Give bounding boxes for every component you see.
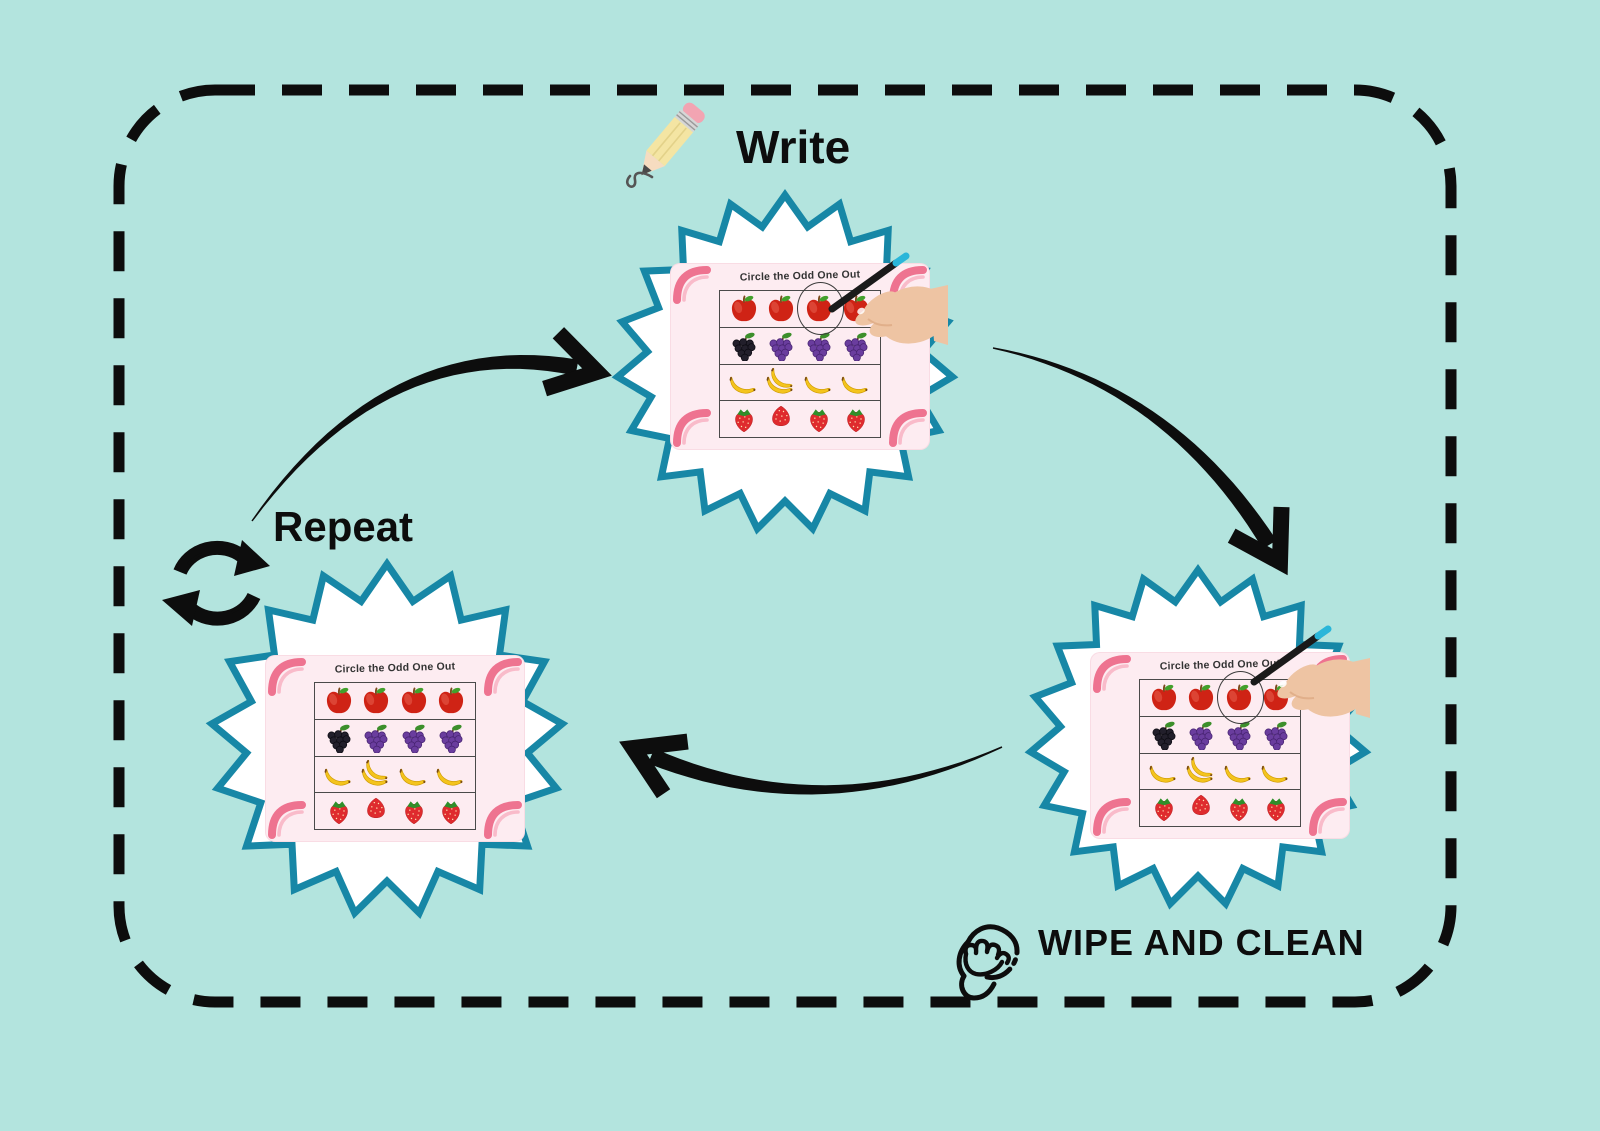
apple-icon	[729, 294, 759, 324]
repeat-label: Repeat	[273, 503, 414, 550]
apple-icon	[1186, 683, 1216, 713]
strawberry-odd-icon	[361, 796, 391, 826]
strawberry-icon	[729, 404, 759, 434]
grapes-odd-icon	[729, 331, 759, 361]
recycle-arrows-icon	[162, 540, 270, 626]
apple-icon	[399, 686, 429, 716]
strawberry-icon	[1149, 793, 1179, 823]
pencil-icon	[625, 102, 705, 188]
strawberry-icon	[436, 796, 466, 826]
write-label: Write	[736, 121, 851, 173]
grapes-icon	[1224, 720, 1254, 750]
banana-odd-icon	[766, 367, 796, 397]
apple-icon	[361, 686, 391, 716]
apple-icon	[766, 294, 796, 324]
banana-icon	[729, 367, 759, 397]
pink-corner-decoration	[673, 409, 711, 447]
hand-with-pen	[1250, 625, 1370, 718]
grapes-icon	[399, 723, 429, 753]
pink-corner-decoration	[1093, 655, 1131, 693]
strawberry-icon	[324, 796, 354, 826]
apple-icon	[436, 686, 466, 716]
grapes-icon	[841, 331, 871, 361]
wipe-step-badge: Circle the Odd One Out	[1018, 558, 1378, 918]
pink-corner-decoration	[484, 658, 522, 696]
strawberry-icon	[1261, 793, 1291, 823]
strawberry-odd-icon	[766, 404, 796, 434]
dashed-border	[113, 84, 1457, 1008]
grapes-icon	[1186, 720, 1216, 750]
grapes-odd-icon	[324, 723, 354, 753]
flow-arrow	[648, 746, 1003, 795]
pink-corner-decoration	[268, 801, 306, 839]
pink-corner-decoration	[889, 409, 927, 447]
hand-with-pen	[828, 252, 948, 345]
odd-one-out-worksheet: Circle the Odd One Out	[265, 655, 525, 842]
banana-icon	[324, 759, 354, 789]
apple-icon	[324, 686, 354, 716]
strawberry-icon	[804, 404, 834, 434]
repeat-step-badge: Circle the Odd One Out	[205, 558, 569, 922]
flow-arrowhead	[542, 327, 612, 397]
grapes-odd-icon	[1149, 720, 1179, 750]
banana-icon	[804, 367, 834, 397]
banana-icon	[1261, 756, 1291, 786]
wipe-label: WIPE AND CLEAN	[1038, 922, 1365, 963]
pink-corner-decoration	[673, 266, 711, 304]
cycle-arrows	[251, 327, 1290, 799]
grapes-icon	[766, 331, 796, 361]
write-step-badge: Circle the Odd One Out	[605, 183, 965, 543]
grapes-icon	[1261, 720, 1291, 750]
worksheet-grid	[719, 290, 881, 438]
odd-one-out-worksheet: Circle the Odd One Out	[670, 252, 948, 450]
fruit-row-strawberry	[315, 792, 475, 829]
strawberry-icon	[1224, 793, 1254, 823]
banana-icon	[1149, 756, 1179, 786]
fruit-row-banana	[1140, 752, 1300, 790]
flow-arrow	[251, 355, 579, 522]
pink-corner-decoration	[1093, 798, 1131, 836]
fruit-row-strawberry	[1140, 789, 1300, 826]
apple-icon	[1149, 683, 1179, 713]
flow-arrow	[992, 347, 1277, 549]
banana-odd-icon	[361, 759, 391, 789]
strawberry-odd-icon	[1186, 793, 1216, 823]
strawberry-icon	[399, 796, 429, 826]
pen-circle-annotation	[797, 282, 844, 335]
worksheet-grid	[314, 682, 476, 830]
grapes-icon	[436, 723, 466, 753]
pink-corner-decoration	[268, 658, 306, 696]
flow-arrowhead	[1227, 506, 1290, 576]
odd-one-out-worksheet: Circle the Odd One Out	[1090, 625, 1370, 839]
fruit-row-apple	[315, 683, 475, 719]
grapes-icon	[804, 331, 834, 361]
fruit-row-grapes	[1140, 715, 1300, 753]
flow-arrowhead	[619, 733, 689, 799]
pen-circle-annotation	[1217, 671, 1264, 724]
fruit-row-banana	[315, 755, 475, 793]
fruit-row-grapes	[315, 718, 475, 756]
worksheet-grid	[1139, 679, 1301, 827]
grapes-icon	[361, 723, 391, 753]
banana-icon	[841, 367, 871, 397]
fruit-row-grapes	[720, 326, 880, 364]
fruit-row-banana	[720, 363, 880, 401]
pink-corner-decoration	[484, 801, 522, 839]
banana-odd-icon	[1186, 756, 1216, 786]
strawberry-icon	[841, 404, 871, 434]
pink-corner-decoration	[1309, 798, 1347, 836]
banana-icon	[399, 759, 429, 789]
banana-icon	[436, 759, 466, 789]
wipe-hand-icon	[956, 924, 1020, 1001]
banana-icon	[1224, 756, 1254, 786]
fruit-row-strawberry	[720, 400, 880, 437]
